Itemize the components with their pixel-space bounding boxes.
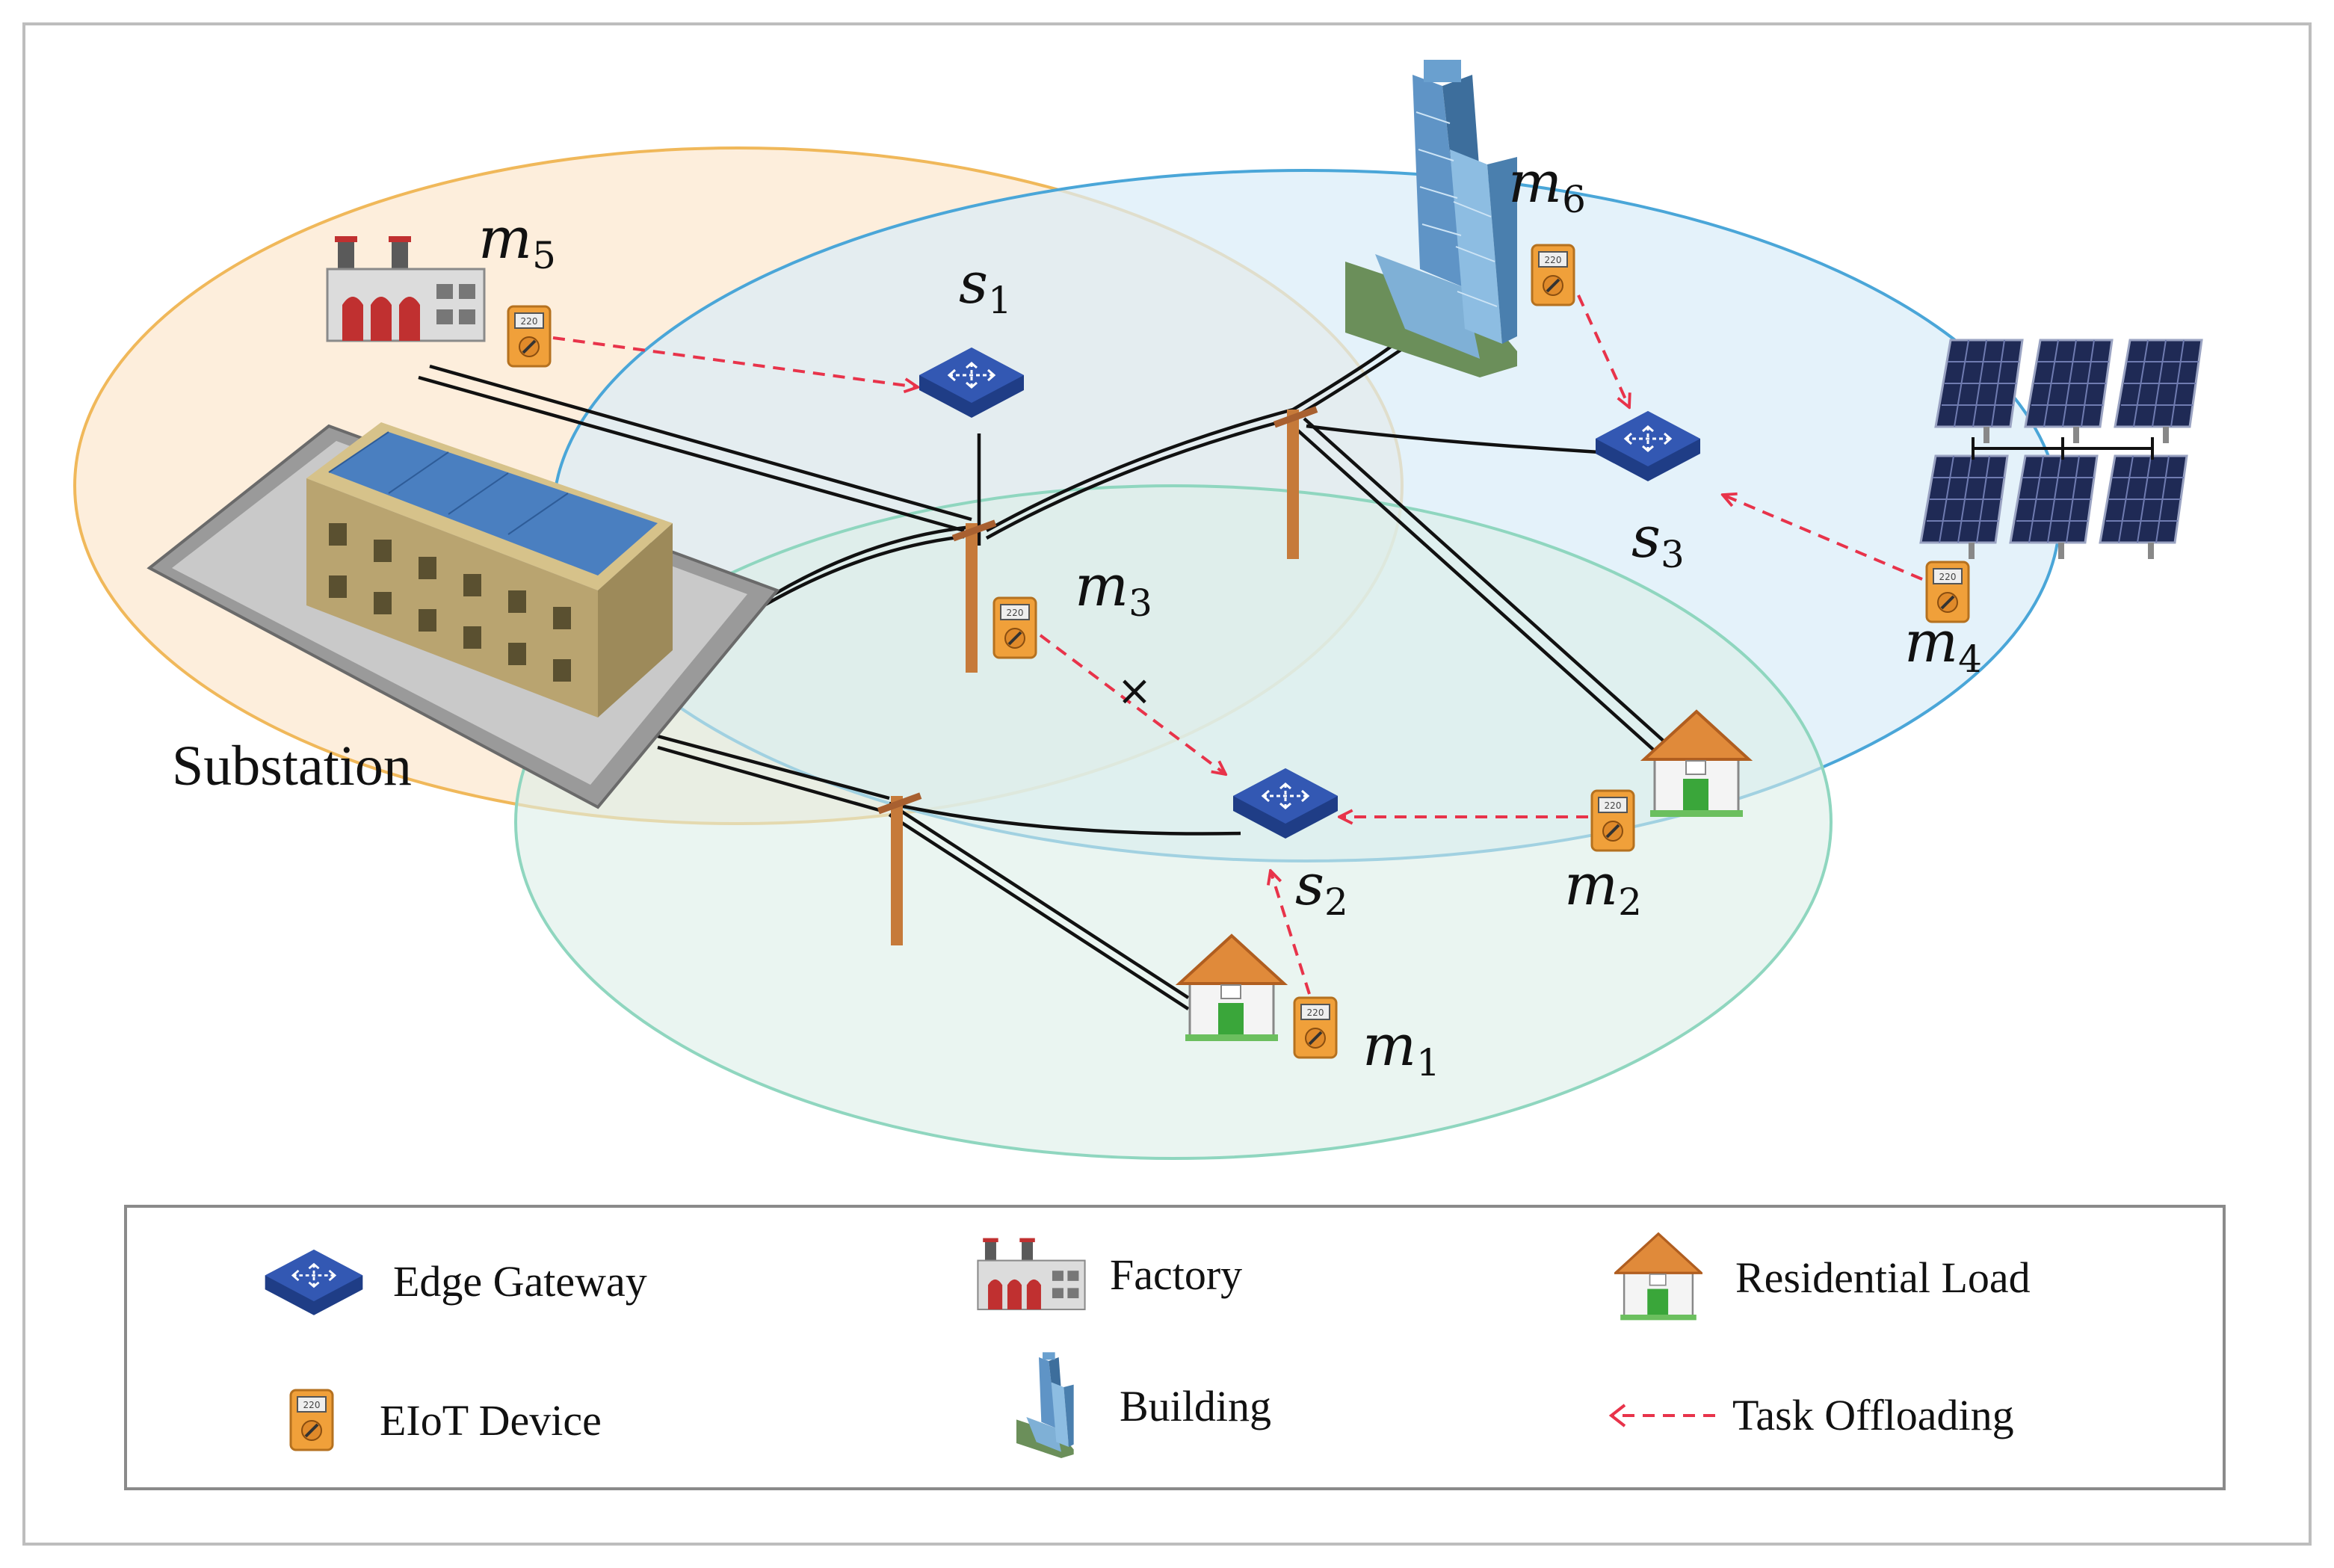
label-m4: m4 <box>1904 608 1982 681</box>
label-m6: m6 <box>1508 149 1586 221</box>
eiot-device-m6 <box>1531 244 1575 306</box>
legend-item-task-offloading: Task Offloading <box>1607 1390 2014 1440</box>
eiot-device-m5 <box>507 305 552 368</box>
eiot-device-icon <box>289 1389 334 1451</box>
legend-label-residential-load: Residential Load <box>1735 1253 2031 1302</box>
label-m1: m1 <box>1362 1012 1440 1084</box>
building-icon <box>1016 1352 1074 1458</box>
task-offloading-arrows <box>552 294 1923 995</box>
legend-label-factory: Factory <box>1110 1250 1243 1299</box>
label-s3: s3 <box>1631 504 1685 576</box>
legend: Edge Gateway Factory Residential Load EI… <box>124 1205 2226 1490</box>
eiot-device-m2 <box>1590 789 1635 852</box>
legend-label-edge-gateway: Edge Gateway <box>393 1256 647 1306</box>
legend-item-residential-load: Residential Load <box>1614 1221 2031 1333</box>
label-m5: m5 <box>478 205 556 277</box>
eiot-device-m3 <box>992 596 1037 659</box>
legend-label-eiot-device: EIoT Device <box>380 1395 602 1445</box>
coverage-area-s2 <box>514 484 1833 1160</box>
label-s2: s2 <box>1295 851 1348 924</box>
solar-panels <box>1919 339 2203 561</box>
legend-item-edge-gateway: Edge Gateway <box>262 1244 647 1318</box>
eiot-device-m1 <box>1293 996 1338 1059</box>
substation-icon <box>146 422 780 809</box>
figure-frame <box>22 22 2312 1546</box>
label-s1: s1 <box>959 250 1012 322</box>
legend-label-building: Building <box>1120 1381 1272 1430</box>
task-offloading-arrow-icon <box>1608 1403 1715 1427</box>
legend-item-eiot-device: EIoT Device <box>288 1387 602 1453</box>
label-m2: m2 <box>1564 851 1642 924</box>
building-icon <box>1345 60 1517 377</box>
legend-item-factory: Factory <box>975 1226 1242 1323</box>
legend-item-building: Building <box>1009 1350 1271 1462</box>
legend-label-task-offloading: Task Offloading <box>1732 1391 2014 1439</box>
label-m3: m3 <box>1075 552 1152 625</box>
house-icon <box>1614 1232 1702 1321</box>
substation-label: Substation <box>172 735 412 797</box>
failed-link-mark: × <box>1117 667 1152 715</box>
factory-icon <box>977 1237 1086 1311</box>
edge-gateway-icon <box>264 1248 364 1317</box>
